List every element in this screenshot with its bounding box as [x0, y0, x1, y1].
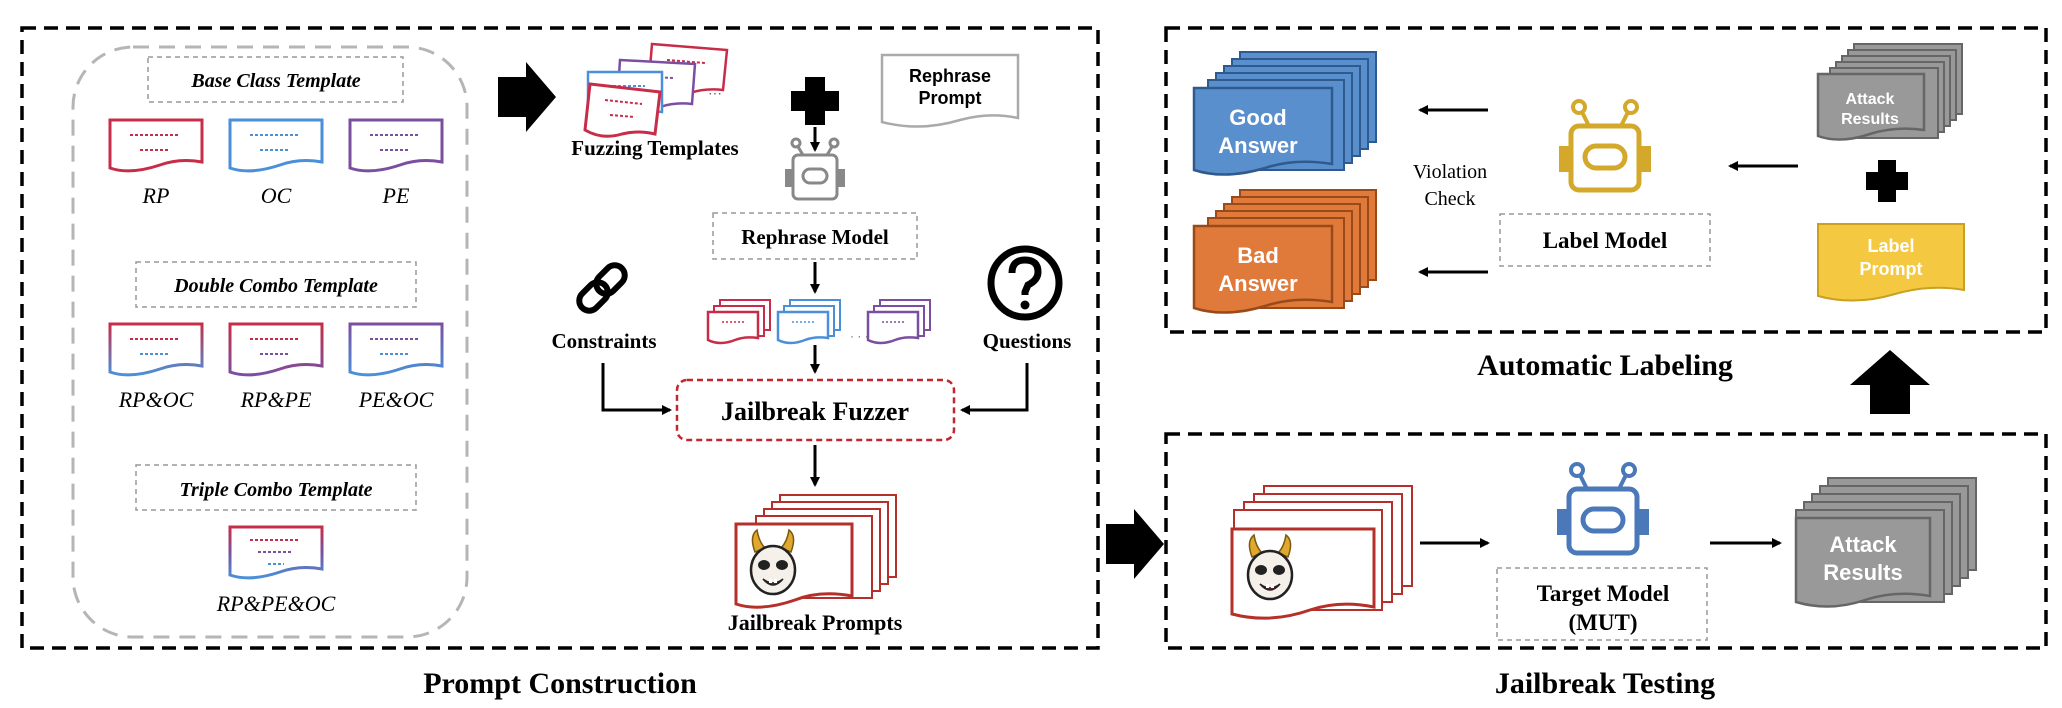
- attack-results-small-line1: Attack: [1846, 91, 1895, 108]
- label-prompt-line1: Label: [1867, 236, 1914, 256]
- violation-check-line2: Check: [1424, 188, 1475, 210]
- robot-icon: [785, 137, 845, 201]
- label-model-label: Label Model: [1543, 228, 1668, 253]
- template-card-rp: [108, 118, 204, 173]
- jailbreak-testing-section: Jailbreak Testing: [1164, 432, 2048, 700]
- target-model-line1: Target Model: [1537, 581, 1670, 606]
- template-label-rp-pe: RP&PE: [240, 387, 312, 412]
- chain-link-icon: [576, 262, 628, 314]
- block-arrow-icon: [1850, 350, 1930, 414]
- template-label-rp-oc: RP&OC: [118, 387, 194, 412]
- attack-results-line1: Attack: [1829, 532, 1897, 557]
- bad-answer-line1: Bad: [1237, 243, 1279, 268]
- rephrase-prompt-line2: Prompt: [919, 88, 982, 108]
- attack-results-small-line2: Results: [1841, 111, 1899, 128]
- template-card-pe-oc: [348, 322, 444, 377]
- attack-results-small-stack: Attack Results: [1816, 43, 1963, 141]
- prompt-construction-section: Prompt Construction Base Class Template …: [20, 26, 1100, 700]
- target-model-line2: (MUT): [1569, 610, 1638, 635]
- attack-results-line2: Results: [1823, 560, 1902, 585]
- bad-answer-line2: Answer: [1218, 271, 1298, 296]
- label-model-box: [1499, 213, 1711, 267]
- violation-check-line1: Violation: [1413, 161, 1487, 183]
- section-title-automatic-labeling: Automatic Labeling: [1477, 349, 1733, 382]
- base-template-title: Base Class Template: [190, 70, 360, 92]
- bad-answer-stack: Bad Answer: [1192, 189, 1377, 314]
- template-card-pe: [348, 118, 444, 173]
- rephrase-model-box: [712, 212, 918, 260]
- section-title-jailbreak-testing: Jailbreak Testing: [1495, 667, 1715, 700]
- rephrase-prompt-line1: Rephrase: [909, 66, 991, 86]
- template-label-pe-oc: PE&OC: [358, 387, 434, 412]
- label-prompt-doc: Label Prompt: [1817, 223, 1965, 302]
- rephrase-model-label: Rephrase Model: [741, 225, 889, 249]
- target-model-box: [1496, 567, 1708, 641]
- fuzzing-templates-label: Fuzzing Templates: [571, 136, 738, 160]
- base-template-label-box: [147, 56, 404, 103]
- template-card-rp-pe: [228, 322, 324, 377]
- template-label-pe: PE: [382, 183, 410, 208]
- rephrase-prompt-doc: Rephrase Prompt: [880, 53, 1020, 128]
- good-answer-line2: Answer: [1218, 133, 1298, 158]
- plus-icon: [791, 77, 839, 125]
- template-label-oc: OC: [261, 183, 292, 208]
- jailbreak-prompts-stack: [734, 494, 897, 609]
- template-label-rp-pe-oc: RP&PE&OC: [216, 591, 336, 616]
- constraints-label: Constraints: [551, 329, 656, 353]
- triple-template-label-box: [135, 464, 417, 511]
- template-card-rp-oc: [108, 322, 204, 377]
- testing-prompts-stack: [1230, 485, 1413, 620]
- devil-icon: [749, 528, 797, 596]
- block-arrow-icon: [498, 62, 556, 132]
- fuzzing-templates-stack: ⋯: [583, 42, 729, 138]
- triple-template-title: Triple Combo Template: [180, 479, 373, 501]
- jailbreak-prompts-label: Jailbreak Prompts: [728, 610, 903, 635]
- template-library-box: [71, 45, 469, 639]
- svg-text:· · ·: · · ·: [850, 329, 869, 343]
- double-template-label-box: [135, 261, 417, 308]
- questions-label: Questions: [983, 329, 1072, 353]
- good-answer-line1: Good: [1229, 105, 1286, 130]
- robot-icon: [1559, 99, 1651, 193]
- template-label-rp: RP: [142, 183, 170, 208]
- template-card-oc: [228, 118, 324, 173]
- attack-results-stack: Attack Results: [1794, 477, 1977, 608]
- section-title-prompt-construction: Prompt Construction: [423, 667, 697, 700]
- label-prompt-line2: Prompt: [1860, 259, 1923, 279]
- jailbreak-fuzzer-box: [675, 378, 956, 442]
- template-card-rp-pe-oc: [228, 525, 324, 580]
- robot-icon: [1557, 462, 1649, 556]
- automatic-labeling-section: Automatic Labeling Good Answer Bad Answe…: [1164, 26, 2048, 382]
- good-answer-stack: Good Answer: [1192, 51, 1377, 176]
- double-template-title: Double Combo Template: [173, 275, 378, 297]
- plus-icon: [1866, 160, 1908, 202]
- rephrased-templates-row: · · ·: [706, 299, 931, 345]
- jailbreak-fuzzer-label: Jailbreak Fuzzer: [721, 397, 909, 426]
- question-circle-icon: [987, 245, 1063, 321]
- block-arrow-icon: [1106, 509, 1164, 579]
- devil-icon: [1246, 533, 1294, 601]
- svg-text:⋯: ⋯: [708, 87, 722, 102]
